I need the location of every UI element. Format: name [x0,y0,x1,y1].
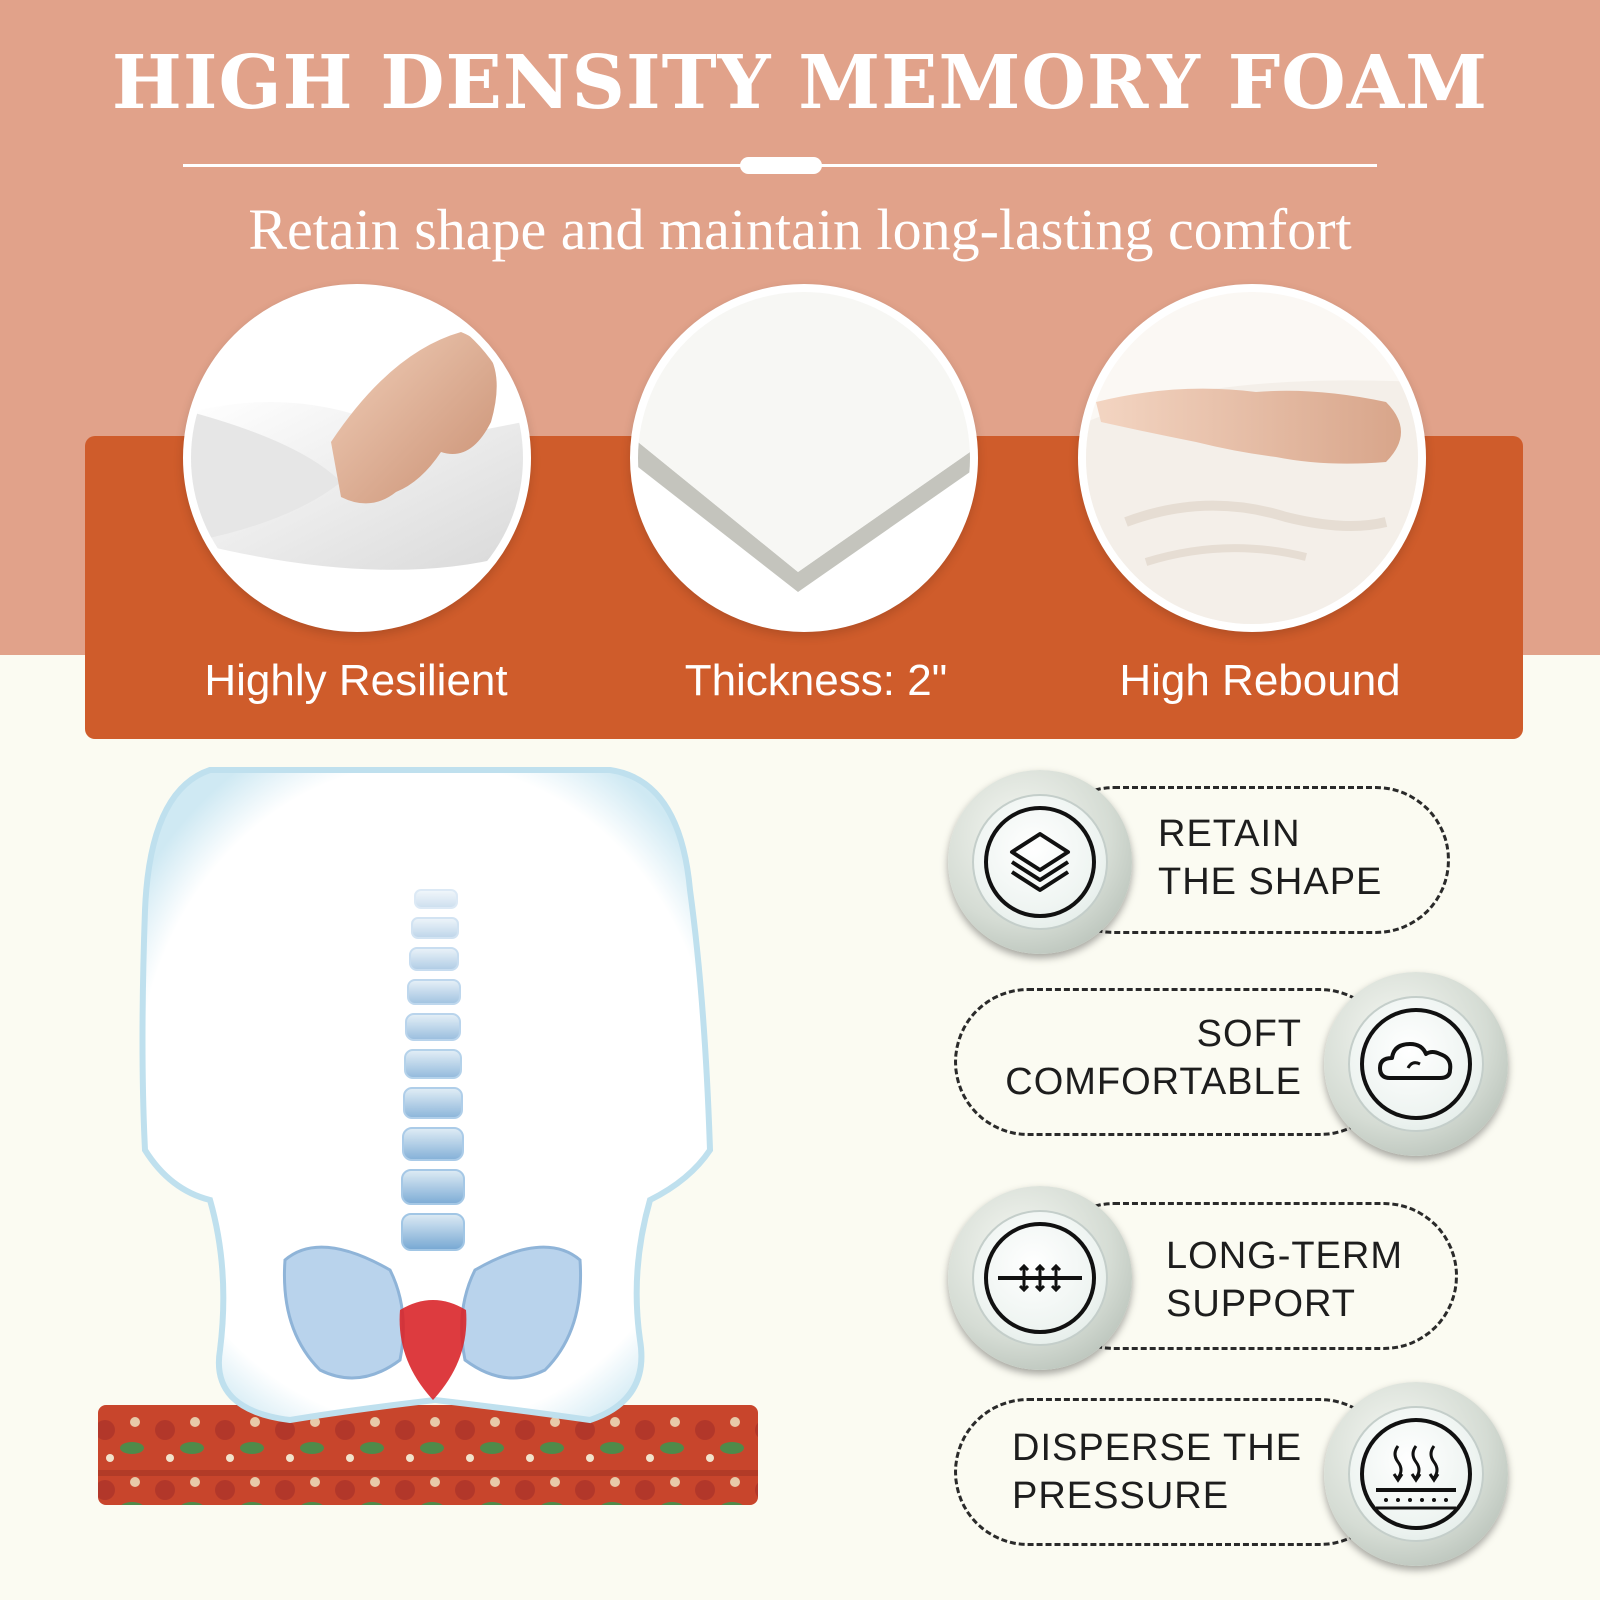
benefit-text-disperse-pressure: DISPERSE THE PRESSURE [1012,1424,1302,1520]
support-arrows-icon [984,1222,1096,1334]
page-title: HIGH DENSITY MEMORY FOAM [111,40,1489,126]
spine-on-cushion-illustration [90,750,780,1540]
feature-label-rebound: High Rebound [1119,656,1401,705]
layers-icon [984,806,1096,918]
benefit-text-soft-comfortable: SOFT COMFORTABLE [984,1010,1302,1106]
benefit-line-2: PRESSURE [1012,1475,1230,1517]
feature-photo-resilient [183,284,531,632]
benefit-line-2: THE SHAPE [1158,861,1383,903]
benefit-line-2: COMFORTABLE [1005,1061,1302,1103]
feature-label-thickness: Thickness: 2" [684,656,948,705]
benefit-line-1: SOFT [1196,1013,1302,1055]
benefit-text-retain-shape: RETAIN THE SHAPE [1158,810,1382,906]
feature-photo-rebound [1078,284,1426,632]
benefit-line-1: RETAIN [1158,813,1301,855]
benefit-line-2: SUPPORT [1166,1283,1357,1325]
benefit-badge-long-term-support [948,1186,1132,1370]
feature-photo-thickness [630,284,978,632]
page-subtitle: Retain shape and maintain long-lasting c… [248,197,1352,262]
title-divider-ornament [740,157,822,174]
benefit-line-1: DISPERSE THE [1012,1427,1303,1469]
cloud-icon [1360,1008,1472,1120]
benefit-text-long-term-support: LONG-TERM SUPPORT [1166,1232,1403,1328]
benefit-line-1: LONG-TERM [1166,1235,1403,1277]
benefit-badge-disperse-pressure [1324,1382,1508,1566]
feature-label-resilient: Highly Resilient [204,656,508,705]
benefit-badge-retain-shape [948,770,1132,954]
heat-waves-icon [1360,1418,1472,1530]
benefit-badge-soft-comfortable [1324,972,1508,1156]
